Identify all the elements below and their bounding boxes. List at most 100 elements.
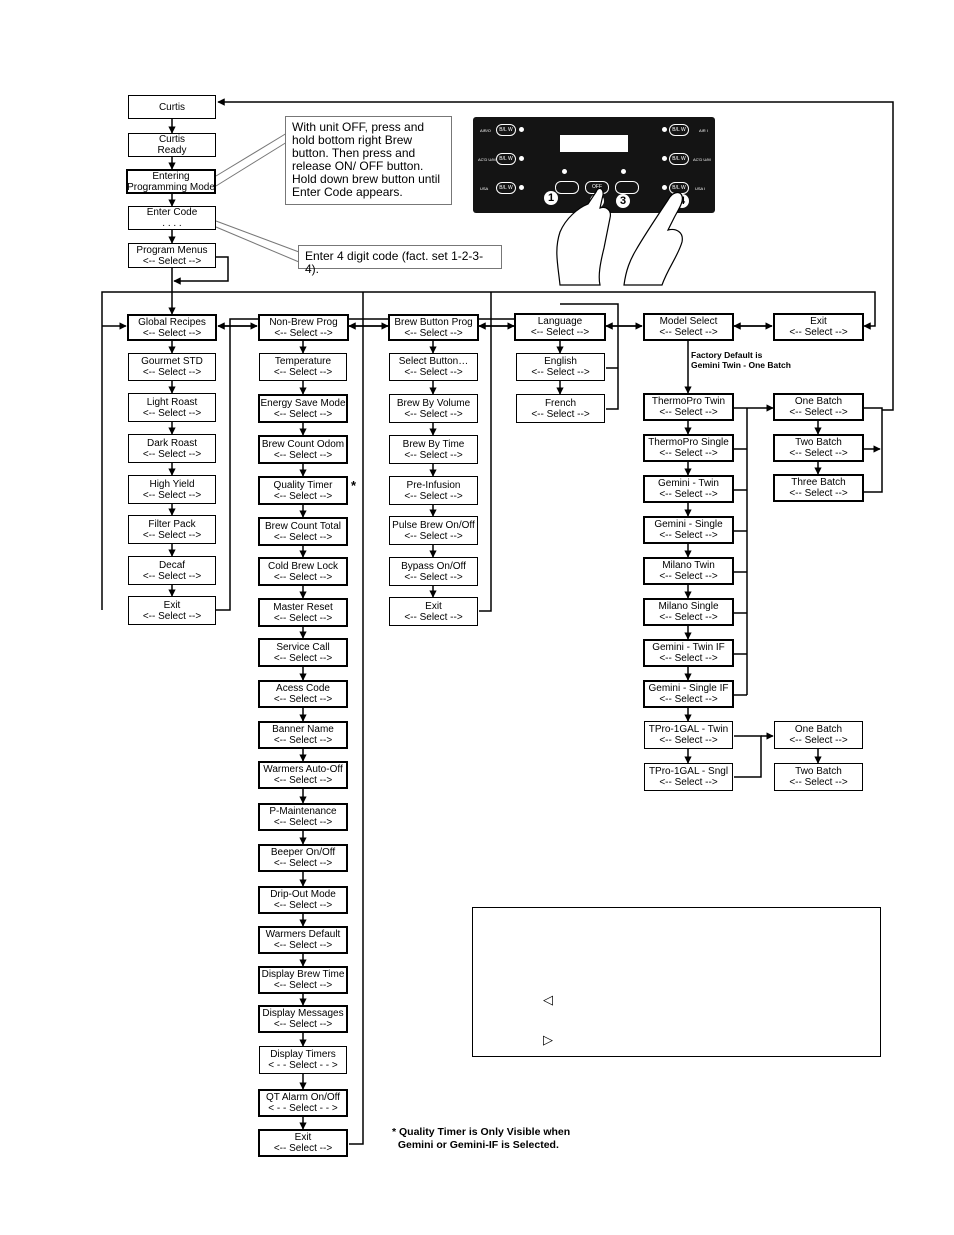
box-line: Milano Twin: [662, 560, 715, 571]
box-exit-non-brew: Exit<-- Select -->: [258, 1129, 348, 1157]
box-line: <-- Select -->: [659, 448, 718, 459]
hands-illustration: [556, 187, 683, 286]
box-line: Display Messages: [262, 1008, 344, 1019]
panel-brew-button-r2: B/L W: [669, 153, 689, 165]
box-line: <-- Select -->: [659, 327, 718, 338]
box-drip-out-mode: Drip-Out Mode<-- Select -->: [258, 886, 348, 914]
box-exit-brew-button: Exit<-- Select -->: [389, 597, 478, 626]
box-line: <-- Select -->: [273, 980, 333, 991]
box-curtis-label: Curtis: [158, 101, 186, 113]
box-line: <-- Select -->: [659, 571, 718, 582]
panel-brew-button-r1: B/L W: [669, 124, 689, 136]
box-line: Service Call: [276, 641, 330, 653]
box-line: Warmers Default: [265, 929, 341, 940]
box-line: <-- Select -->: [273, 367, 333, 378]
box-tpro-sngl: TPro-1GAL - Sngl<-- Select -->: [644, 763, 733, 791]
box-line: <-- Select -->: [273, 652, 333, 664]
box-line: <-- Select -->: [531, 408, 590, 420]
box-two-batch: Two Batch<-- Select -->: [773, 434, 864, 462]
box-master-reset: Master Reset<-- Select -->: [258, 598, 348, 627]
box-line: Display Brew Time: [261, 969, 345, 980]
panel-dot-r2: [662, 156, 667, 161]
box-line: <-- Select -->: [789, 735, 848, 746]
box-line: Milano Single: [658, 601, 719, 612]
box-line: Pulse Brew On/Off: [392, 519, 475, 531]
box-line: <-- Select -->: [404, 611, 463, 623]
box-line: French: [544, 397, 577, 409]
panel-label-left-3: USA: [480, 186, 489, 191]
box-line: Gourmet STD: [141, 356, 203, 367]
box-light-roast: Light Roast<-- Select -->: [128, 393, 216, 422]
box-line: <-- Select -->: [530, 327, 590, 338]
box-line: <-- Select -->: [659, 489, 718, 500]
box-line: Gemini - Single IF: [648, 683, 729, 694]
box-curtis: Curtis: [128, 95, 216, 119]
box-line: <-- Select -->: [273, 694, 333, 705]
box-line: Temperature: [274, 356, 332, 367]
box-line: Exit: [810, 316, 827, 327]
panel-dot-l1: [519, 127, 524, 132]
box-line: <-- Select -->: [404, 408, 463, 420]
panel-brew-button-l3: B/L W: [496, 182, 516, 194]
box-line: TPro-1GAL - Sngl: [648, 766, 729, 777]
panel-dot-l3: [519, 185, 524, 190]
box-line: <-- Select -->: [142, 489, 202, 501]
box-line: <-- Select -->: [659, 653, 718, 664]
box-three-batch: Three Batch<-- Select -->: [773, 474, 864, 502]
box-high-yield: High Yield<-- Select -->: [128, 475, 216, 504]
box-line: ThermoPro Single: [648, 437, 729, 448]
box-pre-infusion: Pre-Infusion<-- Select -->: [389, 476, 478, 505]
box-line: <-- Select -->: [404, 571, 463, 583]
box-line: <-- Select -->: [142, 448, 202, 460]
box-line: Brew By Time: [402, 438, 465, 450]
box-french: French<-- Select -->: [516, 394, 605, 423]
box-line: Cold Brew Lock: [267, 560, 339, 572]
box-line: Quality Timer: [273, 479, 333, 491]
panel-dot-l2: [519, 156, 524, 161]
box-gemini-single: Gemini - Single<-- Select -->: [643, 516, 734, 544]
box-global-recipes: Global Recipes<-- Select -->: [127, 314, 217, 341]
box-line: <-- Select -->: [273, 1019, 333, 1030]
box-enter-code: Enter Code. . . .: [128, 206, 216, 230]
box-line: Model Select: [659, 316, 718, 327]
panel-oval-button-1: [555, 181, 579, 194]
box-warmers-default: Warmers Default<-- Select -->: [258, 926, 348, 954]
box-line: <-- Select -->: [404, 449, 463, 461]
box-line: <-- Select -->: [789, 448, 848, 459]
panel-display: [560, 135, 628, 152]
box-line: Bypass On/Off: [401, 560, 466, 572]
box-gourmet-std: Gourmet STD<-- Select -->: [128, 353, 216, 381]
box-dark-roast: Dark Roast<-- Select -->: [128, 434, 216, 463]
box-line: Brew By Volume: [396, 397, 471, 409]
box-line: <-- Select -->: [659, 530, 718, 541]
box-line: <-- Select -->: [659, 777, 718, 788]
box-warmers-auto-off: Warmers Auto-Off<-- Select -->: [258, 761, 348, 789]
box-line: Programming Mode: [127, 181, 215, 193]
box-line: <-- Select -->: [273, 775, 333, 786]
box-line: <-- Select -->: [789, 488, 848, 499]
box-brew-button-prog: Brew Button Prog<-- Select -->: [388, 314, 479, 341]
box-line: <-- Select -->: [404, 367, 463, 378]
panel-brew-button-l2: B/L W: [496, 153, 516, 165]
box-line: Ready: [157, 145, 187, 156]
panel-label-left-2: AC'D U/M: [478, 157, 496, 162]
panel-dot-r3: [662, 185, 667, 190]
box-line: Language: [537, 316, 583, 327]
box-line: Two Batch: [795, 766, 842, 777]
quality-timer-asterisk: *: [351, 478, 357, 493]
box-qt-alarm: QT Alarm On/Off< - - Select - - >: [258, 1089, 348, 1117]
box-line: Brew Count Total: [265, 520, 341, 532]
box-brew-count-odom: Brew Count Odom<-- Select -->: [258, 435, 348, 464]
box-line: English: [544, 356, 577, 367]
box-tpro-twin: TPro-1GAL - Twin<-- Select -->: [644, 721, 733, 749]
box-milano-single: Milano Single<-- Select -->: [643, 598, 734, 626]
box-line: <-- Select -->: [142, 529, 202, 541]
box-line: Energy Save Mode: [260, 397, 346, 409]
box-line: Light Roast: [146, 396, 198, 408]
box-line: Exit: [425, 600, 442, 612]
box-line: Global Recipes: [138, 316, 206, 328]
box-line: Exit: [294, 1132, 312, 1143]
panel-label-right-2: AC'D U/M: [693, 157, 711, 162]
